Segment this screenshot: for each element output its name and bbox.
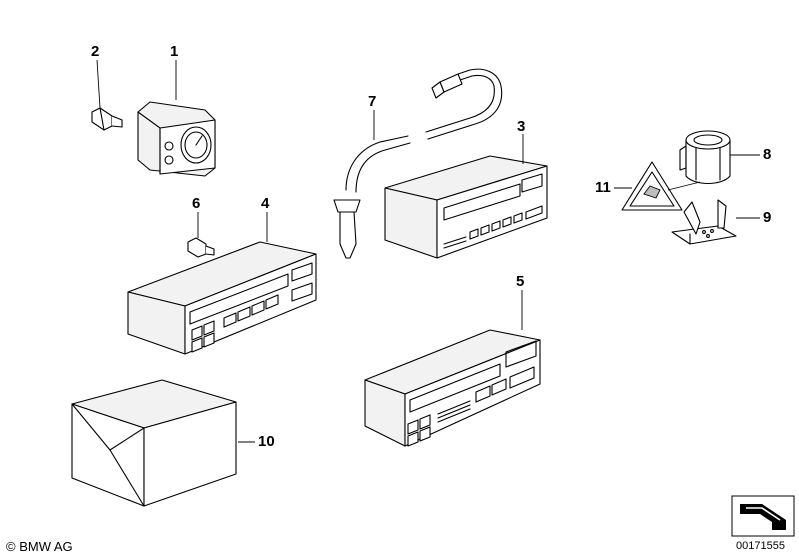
callout-9: 9 [763,209,772,226]
callout-3: 3 [517,118,526,135]
part-11-warning-triangle [621,161,683,211]
part-8-cap [679,130,731,185]
callout-10: 10 [258,433,275,450]
leader-lines [96,59,760,443]
callout-5: 5 [516,273,525,290]
callout-2: 2 [91,43,100,60]
callout-11: 11 [595,179,611,196]
part-5-buttons [407,366,535,447]
arrow-icon [731,495,795,537]
part-9-clip [671,199,737,245]
part-3-control-unit [384,155,548,259]
part-2-bulb [91,107,123,131]
part-3-buttons [469,205,543,240]
copyright-text: © BMW AG [6,539,73,554]
part-6-bulb [187,237,215,258]
callout-1: 1 [170,43,179,60]
part-7-sensor [333,68,503,259]
callout-4: 4 [261,195,270,212]
part-5-control-unit [364,329,541,447]
part-10-box [71,379,237,507]
diagram-number: 00171555 [736,540,785,552]
part-1-gauge [137,101,216,177]
callout-6: 6 [192,195,201,212]
callout-7: 7 [368,93,377,110]
part-4-buttons [191,282,313,353]
part-4-control-unit [127,241,317,355]
callout-8: 8 [763,146,772,163]
